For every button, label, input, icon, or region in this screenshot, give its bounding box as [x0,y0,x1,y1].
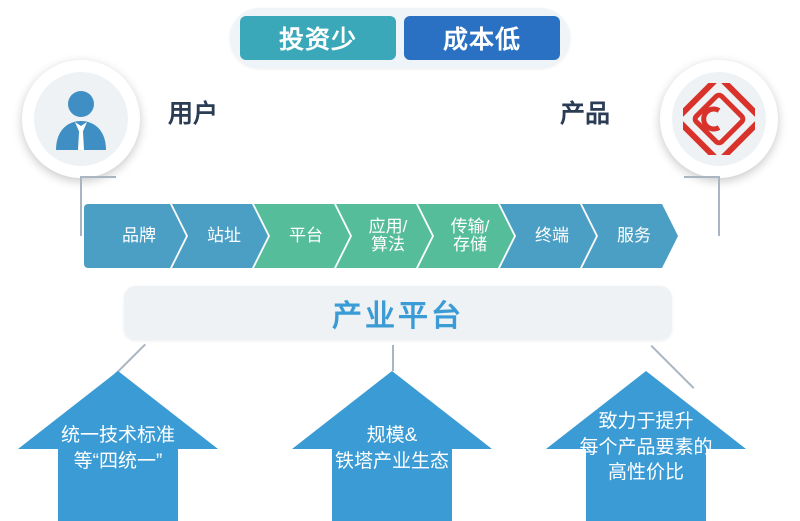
pillar-label-3: 致力于提升每个产品要素的高性价比 [579,411,713,484]
product-logo-icon [683,83,755,155]
industry-platform-label: 产业平台 [332,300,464,333]
connector-right-horizontal [684,176,720,178]
user-avatar-icon [56,91,106,150]
industry-platform-box: 产业平台 [124,286,672,340]
chain-item-site[interactable]: 站址 [172,204,268,268]
chain-item-platform[interactable]: 平台 [254,204,350,268]
pillar-arrow-1: 统一技术标准等“四统一” [18,371,218,521]
pill-cost-low: 成本低 [404,16,560,60]
chain-item-label: 品牌 [122,226,156,246]
chain-item-transmission-storage[interactable]: 传输/存储 [418,204,514,268]
connector-right-vertical [718,176,720,236]
chain-item-label: 应用/算法 [368,217,408,254]
chain-item-label: 站址 [207,226,241,246]
value-chain-band: 品牌 站址 平台 应用/算法 传输/存储 终端 服务 [84,204,664,268]
user-avatar [22,60,140,178]
chain-item-terminal[interactable]: 终端 [500,204,596,268]
pillar-arrow-2: 规模&铁塔产业生态 [292,371,492,521]
pillar-label-2: 规模&铁塔产业生态 [334,425,449,472]
chain-item-label: 平台 [289,226,323,246]
connector-left-vertical [80,176,82,236]
user-avatar-inner [34,72,128,166]
chain-item-label: 服务 [617,226,651,246]
pillar-label-1: 统一技术标准等“四统一” [60,425,175,472]
label-product: 产品 [560,100,611,128]
chain-item-label: 终端 [535,226,569,246]
chain-item-brand[interactable]: 品牌 [84,204,186,268]
chain-item-application-algorithm[interactable]: 应用/算法 [336,204,432,268]
top-pill-group: 投资少 成本低 [230,8,570,68]
connector-left-horizontal [80,176,116,178]
chain-item-service[interactable]: 服务 [582,204,678,268]
product-avatar-inner [672,72,766,166]
label-user: 用户 [168,100,219,128]
chain-item-label: 传输/存储 [450,217,490,254]
connector-platform-middle [392,345,394,371]
product-avatar [660,60,778,178]
pill-investment-low: 投资少 [240,16,396,60]
pillar-arrow-3: 致力于提升每个产品要素的高性价比 [546,371,746,521]
